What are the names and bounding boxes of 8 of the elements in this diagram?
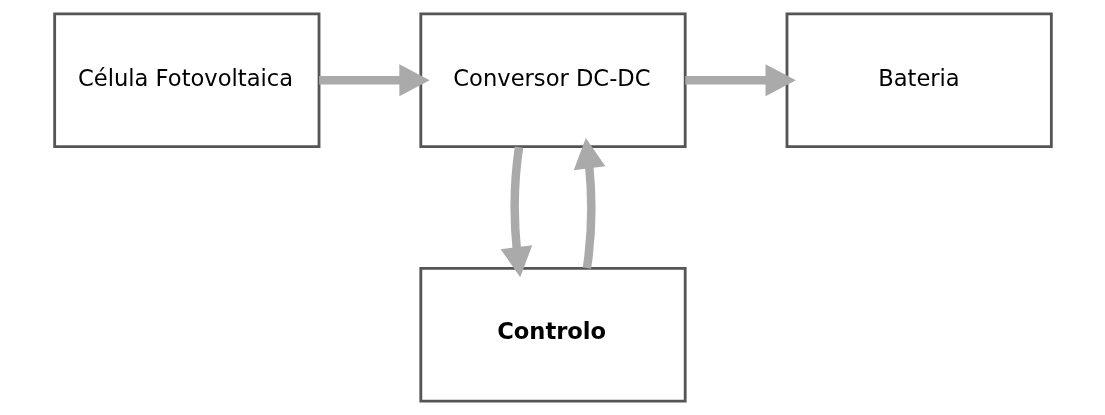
arrow — [500, 146, 532, 278]
node-box: Conversor DC-DC — [418, 12, 687, 149]
arrow — [684, 64, 796, 97]
node-box: Célula Fotovoltaica — [52, 12, 320, 149]
arrow — [318, 64, 430, 97]
arrow — [573, 138, 605, 269]
node-box: Bateria — [785, 12, 1053, 149]
node-box: Controlo — [418, 266, 687, 403]
